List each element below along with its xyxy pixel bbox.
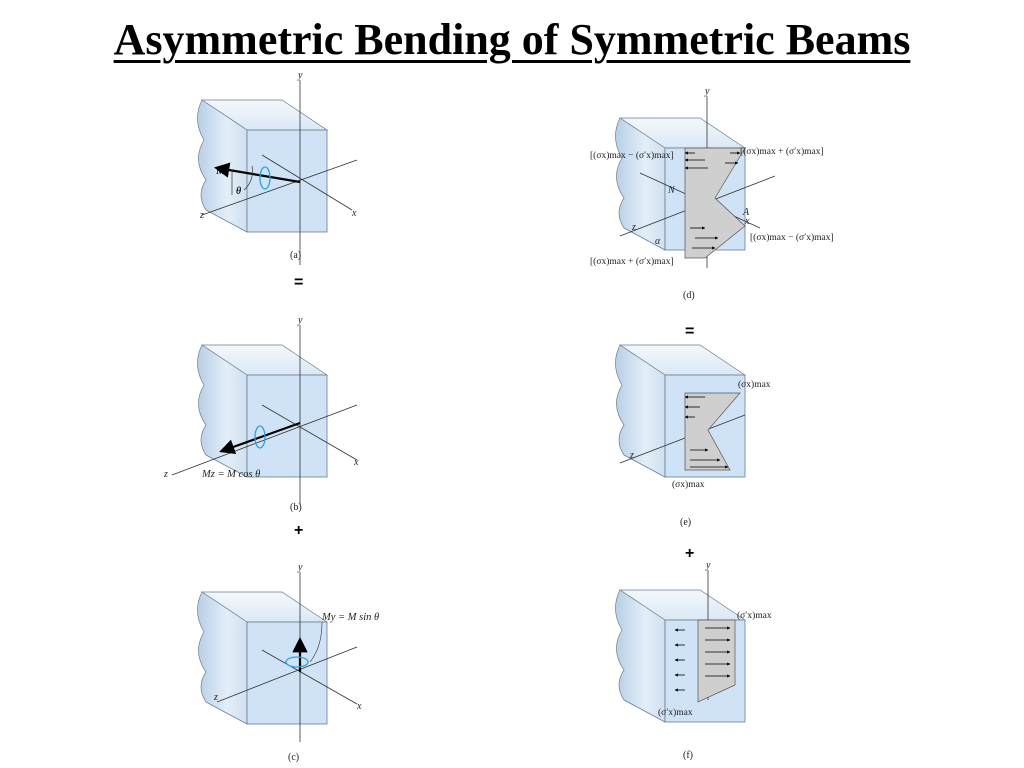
plus-sign-left: + [294,522,303,539]
stress-label-top-right: [(σx)max + (σ′x)max] [740,146,824,157]
slide-title-text: Asymmetric Bending of Symmetric Beams [113,15,911,64]
stress-label-bottom-left: [(σx)max + (σ′x)max] [590,256,674,267]
stress-label-bottom-right: [(σx)max − (σ′x)max] [750,232,834,243]
equals-sign-left: = [294,274,303,291]
axis-x-label-a: x [351,208,357,219]
axis-y-label-a: y [297,70,303,81]
stress-label-top-left: [(σx)max − (σ′x)max] [590,150,674,161]
bottom-stress-label-f: (σ′x)max [658,707,693,718]
axis-z-label-c: z [213,692,218,703]
angle-label: θ [236,186,242,197]
panel-e: (σx)max (σx)max z (e) [579,344,771,528]
moment-label: M [216,166,226,177]
panel-b: y x z Mz = M cos θ (b) [161,315,359,513]
caption-a: (a) [290,250,301,261]
panel-f: (σ′x)max (σ′x)max y (f) [579,560,772,761]
axis-x-label-b: x [353,457,359,468]
axis-z-label-b: z [163,469,168,480]
axis-y-label-c: y [297,562,303,573]
axis-y-label-f: y [705,560,711,571]
top-stress-label-f: (σ′x)max [737,610,772,621]
axis-x-label-c: x [356,701,362,712]
equation-my: My = M sin θ [321,612,379,623]
panel-a: y x z M θ (a) [161,70,358,265]
bottom-stress-label-e: (σx)max [672,479,705,490]
axis-x-label-d: x [744,216,750,227]
plus-sign-right: + [685,545,694,562]
axis-z-label-a: z [199,210,204,221]
panel-c: y x z My = M sin θ (c) [161,562,379,763]
top-stress-label-e: (σx)max [738,379,771,390]
slide-title: Asymmetric Bending of Symmetric Beams [0,14,1024,66]
caption-b: (b) [290,502,302,513]
neutral-axis-label: N [667,185,676,196]
point-a-label: A [742,207,750,218]
panel-d: [(σx)max − (σ′x)max] [(σx)max + (σ′x)max… [579,86,834,301]
axis-y-label-b: y [297,315,303,326]
axis-y-label-d: y [704,86,710,97]
caption-c: (c) [288,752,299,763]
equals-sign-right: = [685,323,694,340]
caption-e: (e) [680,517,691,528]
caption-f: (f) [683,750,693,761]
alpha-label: α [655,236,661,247]
axis-z-label-e: z [629,450,634,461]
axis-z-label-d: z [631,222,636,233]
equation-mz: Mz = M cos θ [201,469,260,480]
caption-d: (d) [683,290,695,301]
